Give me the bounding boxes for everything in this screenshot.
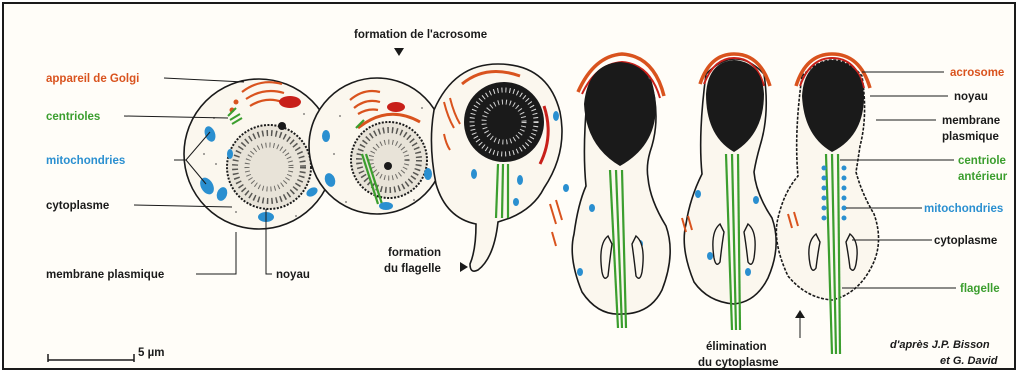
cell-3-nucleus	[464, 82, 544, 162]
cell-6-spermatid	[776, 54, 878, 354]
label-membrane-right-2: plasmique	[942, 131, 999, 143]
cell-4-spermatid	[550, 54, 670, 328]
label-formation-flagelle-2: du flagelle	[384, 263, 441, 275]
label-formation-flagelle-1: formation	[388, 247, 441, 259]
label-flagelle: flagelle	[960, 283, 1000, 295]
label-centriole-anterieur-2: antérieur	[958, 171, 1008, 183]
label-acrosome: acrosome	[950, 67, 1004, 79]
label-cytoplasme-left: cytoplasme	[46, 200, 109, 212]
flagelle-arrow-icon	[460, 262, 468, 272]
spermiogenesis-diagram: appareil de Golgi centrioles mitochondri…	[4, 4, 1016, 370]
label-noyau-right: noyau	[954, 91, 988, 103]
credit-line-2: et G. David	[940, 355, 998, 367]
cell-3-spermatid	[431, 64, 562, 271]
label-golgi: appareil de Golgi	[46, 73, 139, 85]
label-cytoplasme-right: cytoplasme	[934, 235, 997, 247]
scale-label: 5 µm	[138, 347, 164, 359]
label-membrane-right-1: membrane	[942, 115, 1000, 127]
label-elimination-2: du cytoplasme	[698, 357, 779, 369]
label-noyau-bottom: noyau	[276, 269, 310, 281]
cell-1-nucleus	[227, 125, 311, 209]
label-centriole-anterieur-1: centriole	[958, 155, 1006, 167]
label-mitochondries-right: mitochondries	[924, 203, 1003, 215]
diagram-frame: appareil de Golgi centrioles mitochondri…	[2, 2, 1016, 370]
label-mitochondries-left: mitochondries	[46, 155, 125, 167]
cell-2-nucleus	[351, 122, 427, 198]
acrosome-arrow-icon	[394, 48, 404, 56]
scale-bar	[48, 354, 134, 362]
cell-5-spermatid	[682, 54, 776, 330]
label-membrane-left: membrane plasmique	[46, 269, 164, 281]
label-formation-acrosome: formation de l'acrosome	[354, 29, 487, 41]
cell-2-spermatid	[309, 78, 445, 214]
label-centrioles: centrioles	[46, 111, 100, 123]
label-elimination-1: élimination	[706, 341, 767, 353]
credit-line-1: d'après J.P. Bisson	[890, 339, 990, 351]
elimination-arrow-icon	[795, 310, 805, 318]
